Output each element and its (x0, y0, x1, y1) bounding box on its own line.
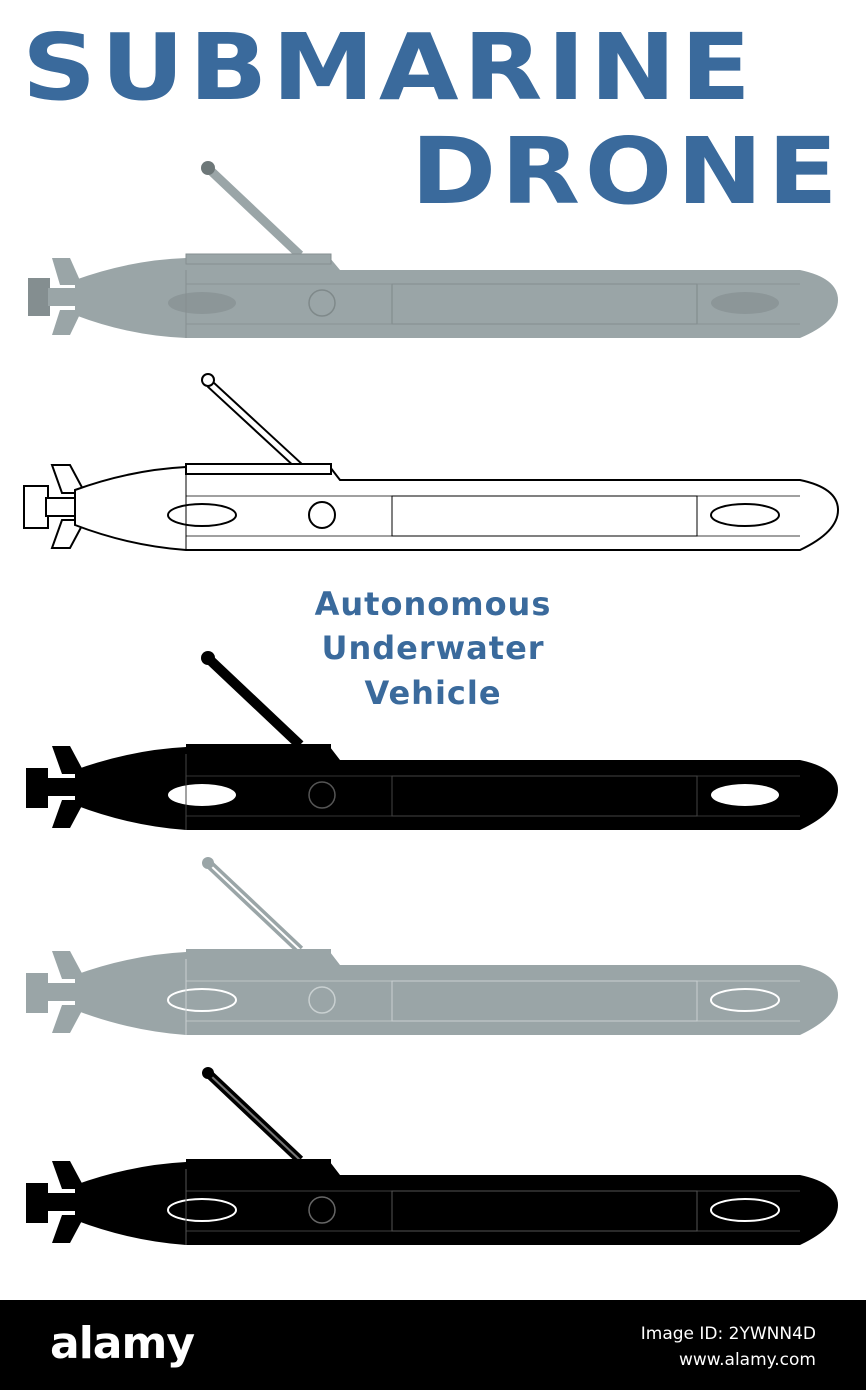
title-line-2: DRONE (410, 118, 842, 225)
drone-body (23, 373, 840, 551)
site-url: www.alamy.com (678, 1349, 816, 1370)
subtitle-line-2: Underwater (321, 629, 545, 667)
subtitle-line-1: Autonomous (314, 585, 552, 623)
watermark-bar: alamy Image ID: 2YWNN4D www.alamy.com (0, 1300, 866, 1390)
drone-body (26, 651, 838, 830)
drone-body (26, 857, 838, 1035)
title-line-1: SUBMARINE (22, 14, 756, 121)
subtitle-line-3: Vehicle (364, 674, 502, 712)
drone-gray-simple (26, 857, 838, 1035)
drone-body (26, 1067, 838, 1245)
drone-body (28, 161, 838, 338)
alamy-logo: alamy (50, 1318, 195, 1369)
drone-black-solid (26, 651, 838, 830)
drone-black-simple (26, 1067, 838, 1245)
image-id-block: Image ID: 2YWNN4D www.alamy.com (641, 1322, 816, 1373)
drone-gray-detailed (28, 161, 838, 338)
drone-white-outline (23, 373, 840, 551)
image-id: Image ID: 2YWNN4D (640, 1324, 816, 1344)
